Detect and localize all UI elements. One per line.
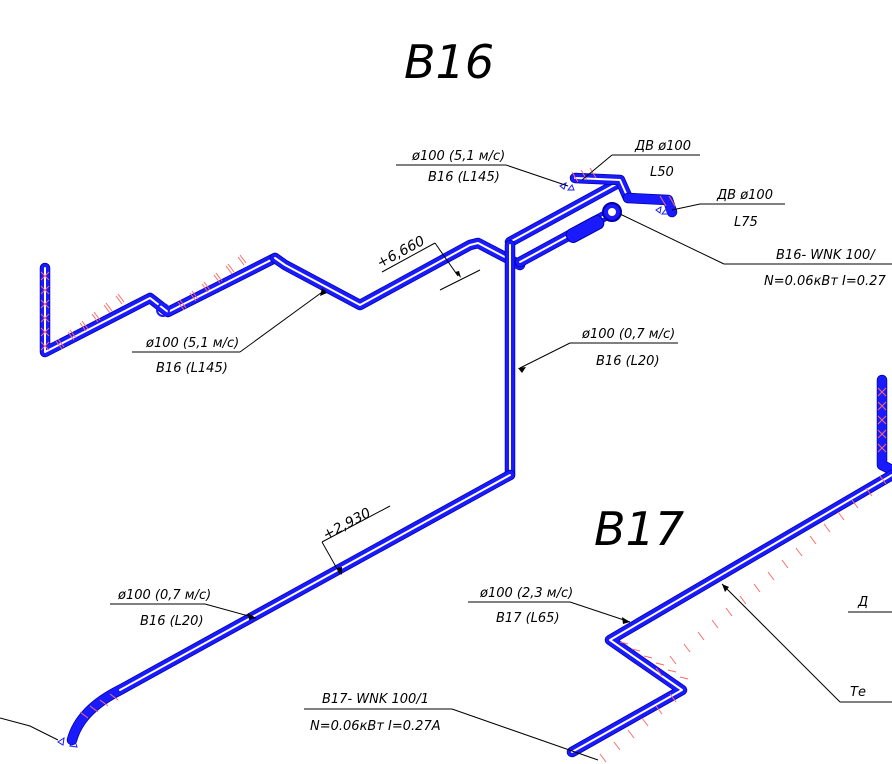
b17-pump-label-top: В17- WNK 100/1: [322, 692, 429, 707]
lower-pipe-label-top: ø100 (0,7 м/с): [117, 588, 211, 603]
elevation-lower: +2,930: [320, 505, 373, 543]
b17-pipe-label-bottom: В17 (L65): [496, 611, 560, 626]
dv1-label-bottom: L50: [650, 165, 674, 180]
top-pipe-label-top: ø100 (5,1 м/с): [411, 149, 505, 164]
left-pipe-label-top: ø100 (5,1 м/с): [145, 336, 239, 351]
b17-pump-label-bottom: N=0.06кВт I=0.27A: [310, 719, 441, 734]
lower-pipe-label-bottom: В16 (L20): [140, 614, 204, 629]
left-pipe-label-bottom: В16 (L145): [156, 361, 228, 376]
b16-pump-label-top: В16- WNK 100/: [776, 248, 876, 263]
elevation-upper: +6,660: [374, 233, 427, 271]
b16-upper-left-pipe: [39, 252, 281, 358]
top-pipe-label-bottom: В16 (L145): [428, 170, 500, 185]
system-title-b16: В16: [404, 35, 494, 89]
riser-label-bottom: В16 (L20): [596, 354, 660, 369]
b16-upper-pipe: [269, 167, 678, 311]
b17-pipe-label-top: ø100 (2,3 м/с): [479, 586, 573, 601]
b17-pipe: [566, 374, 892, 763]
system-title-b17: В17: [594, 502, 684, 556]
dv1-label-top: ДВ ø100: [634, 139, 691, 154]
right-cut-label-2: Те: [850, 685, 866, 700]
right-cut-label-1: Д: [857, 595, 868, 610]
dv2-label-top: ДВ ø100: [716, 188, 773, 203]
b16-pump-label-bottom: N=0.06кВт I=0.27: [764, 274, 886, 289]
b16-lower-pipe: [57, 469, 516, 748]
dv2-label-bottom: L75: [734, 215, 758, 230]
riser-label-top: ø100 (0,7 м/с): [581, 327, 675, 342]
